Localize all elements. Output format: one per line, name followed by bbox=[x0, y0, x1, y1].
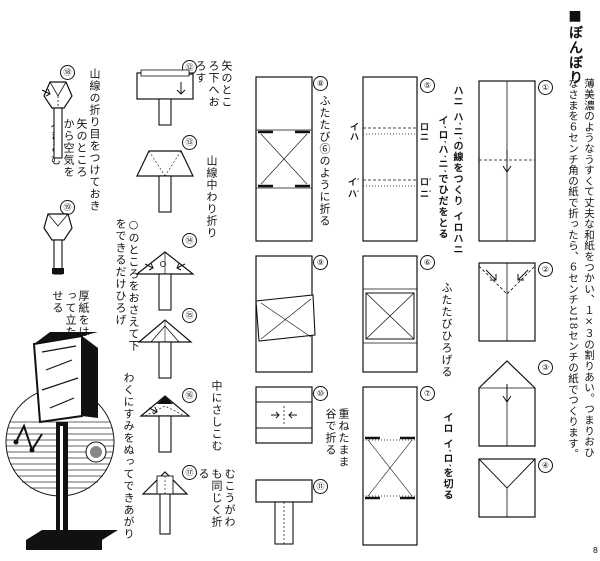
step4-diagram bbox=[478, 458, 536, 518]
step9-diagram bbox=[255, 255, 316, 373]
finished-lantern-illustration bbox=[5, 332, 118, 550]
step-number-18: ⑱ bbox=[60, 65, 75, 80]
step10-diagram bbox=[255, 386, 313, 444]
step17-instruction: むこうがわも同じく折る bbox=[197, 468, 236, 528]
step-number-1: ① bbox=[538, 80, 553, 95]
step7-instruction: イロ イ′ロ′を切る bbox=[441, 412, 452, 501]
step-number-15: ⑮ bbox=[182, 308, 197, 323]
step12-diagram bbox=[136, 69, 194, 126]
step8-diagram bbox=[255, 76, 313, 242]
step-number-5: ⑤ bbox=[420, 78, 435, 93]
step1-diagram bbox=[478, 80, 536, 242]
label-ha-prime: ハ′ bbox=[348, 190, 360, 200]
step-number-4: ④ bbox=[538, 458, 553, 473]
step-number-14: ⑭ bbox=[182, 233, 197, 248]
step-number-8: ⑧ bbox=[313, 76, 328, 91]
step18-diagram bbox=[41, 81, 73, 159]
step-number-7: ⑦ bbox=[420, 386, 435, 401]
step13-instruction: 山線中わり折り bbox=[205, 155, 218, 239]
step16-instruction: 中にさしこむ bbox=[210, 380, 223, 452]
step14-diagram bbox=[135, 251, 195, 311]
label-i: イ bbox=[350, 123, 360, 133]
step5-instruction-a: ハニ ハ′ニ′の線をつくり イロハニ bbox=[451, 85, 462, 256]
step8-instruction: ふたたび⑥のように折る bbox=[318, 95, 331, 227]
step5-diagram bbox=[362, 76, 418, 242]
step6-diagram bbox=[362, 255, 418, 373]
step-number-9: ⑨ bbox=[313, 255, 328, 270]
intro-line-2: なさまを６センチ角の紙で折ったら、６センチと18センチの紙でつくります。 bbox=[567, 78, 579, 460]
step6-instruction: ふたたびひろげる bbox=[440, 282, 453, 378]
step2-diagram bbox=[478, 262, 536, 342]
step-number-13: ⑬ bbox=[182, 135, 197, 150]
step12-instruction: 矢のところ下へおろす bbox=[194, 60, 233, 108]
step-number-10: ⑩ bbox=[313, 386, 328, 401]
step15-diagram bbox=[137, 319, 193, 379]
page-title: ■ぼんぼり bbox=[567, 8, 583, 85]
step7-diagram bbox=[362, 386, 418, 546]
title-text: ぼんぼり bbox=[567, 25, 583, 85]
step13-diagram bbox=[136, 150, 194, 213]
label-ni: ニ bbox=[420, 133, 430, 143]
label-ro-prime: ロ′ bbox=[420, 178, 432, 188]
intro-line-1: 薄美濃のようなうすくて丈夫な和紙をつかい、１×３の割りあい。つまりおひ bbox=[583, 78, 595, 458]
step3-diagram bbox=[478, 360, 536, 447]
step17-diagram bbox=[141, 471, 189, 535]
step13-note: ○のところをおさえて下をできるだけひろげ bbox=[114, 218, 140, 352]
label-ni-prime: ニ′ bbox=[420, 190, 432, 200]
label-ro: ロ bbox=[420, 123, 430, 133]
step-number-11: ⑪ bbox=[313, 479, 328, 494]
step11-diagram bbox=[255, 479, 313, 545]
step-number-3: ③ bbox=[538, 360, 553, 375]
label-ha: ハ bbox=[350, 133, 360, 143]
step5-instruction-b: イ′ロ′ハ′ニ′でひだをとる bbox=[436, 115, 447, 240]
step16-diagram bbox=[139, 395, 191, 453]
title-marker: ■ bbox=[567, 8, 583, 25]
step-number-2: ② bbox=[538, 262, 553, 277]
step10-instruction: 重ねたまま谷で折る bbox=[324, 408, 350, 468]
page-number: 8 bbox=[592, 546, 598, 555]
step19-instruction: 厚紙をはって立たせる bbox=[51, 290, 90, 338]
label-i-prime: イ′ bbox=[348, 178, 360, 188]
step17-note: わくにすみをぬってできあがり bbox=[122, 372, 135, 540]
step19-diagram bbox=[43, 213, 73, 275]
step18-instruction-a: 山線の折り目をつけておき bbox=[88, 68, 101, 212]
step-number-6: ⑥ bbox=[420, 255, 435, 270]
step-number-17: ⑰ bbox=[182, 465, 197, 480]
step-number-16: ⑯ bbox=[182, 388, 197, 403]
